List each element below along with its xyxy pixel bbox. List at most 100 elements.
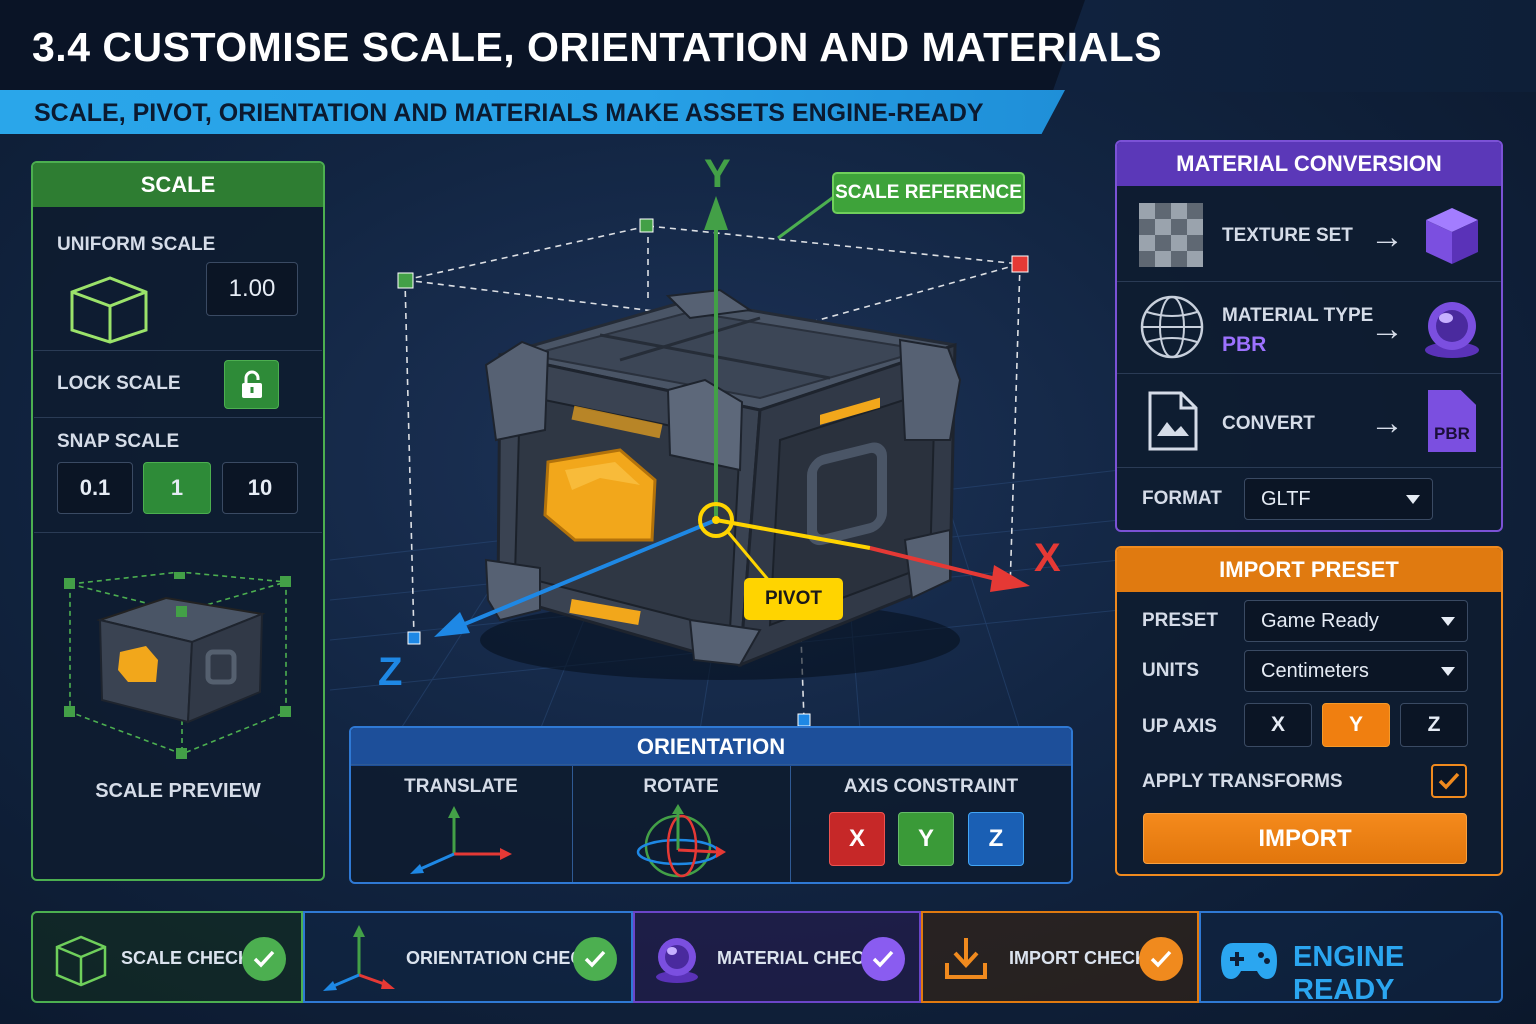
up-axis-y-button[interactable]: Y: [1322, 703, 1390, 747]
import-check-label: IMPORT CHECK: [1009, 948, 1148, 968]
axis-label-x: X: [1034, 536, 1061, 580]
scale-divider: [34, 350, 322, 351]
scale-preview-label: SCALE PREVIEW: [95, 780, 261, 802]
translate-label: TRANSLATE: [404, 776, 518, 797]
pivot-tag: PIVOT: [744, 578, 843, 620]
x-axis-line: [715, 518, 871, 550]
texture-set-label: TEXTURE SET: [1222, 225, 1353, 246]
status-bar: SCALE CHECK ORIENTATION CHECK MATERIAL C…: [31, 911, 1503, 1006]
up-axis-label: UP AXIS: [1142, 716, 1217, 737]
lock-icon: [241, 370, 262, 398]
axis-constraint-label: AXIS CONSTRAINT: [843, 776, 1019, 797]
rotate-tool-icon[interactable]: [630, 802, 730, 878]
subtitle-bar: [0, 90, 1065, 134]
import-button[interactable]: IMPORT: [1143, 813, 1467, 864]
scale-divider: [34, 417, 322, 418]
material-panel-header: MATERIAL CONVERSION: [1117, 142, 1501, 186]
translate-tool-icon[interactable]: [406, 804, 516, 876]
lock-scale-toggle[interactable]: [224, 360, 279, 409]
material-sphere-icon: [656, 938, 698, 983]
snap-option-10[interactable]: 10: [222, 462, 298, 514]
chevron-down-icon: [1406, 495, 1420, 504]
apply-transforms-label: APPLY TRANSFORMS: [1142, 771, 1343, 792]
preset-label: PRESET: [1142, 610, 1219, 631]
material-type-label: MATERIAL TYPE: [1222, 305, 1374, 326]
axis-gizmo-icon: [323, 925, 395, 991]
cube-outline-icon: [55, 935, 107, 987]
apply-transforms-checkbox[interactable]: [1431, 764, 1467, 798]
snap-scale-label: SNAP SCALE: [57, 431, 180, 452]
format-label: FORMAT: [1142, 488, 1222, 509]
units-value: Centimeters: [1261, 659, 1369, 682]
lock-scale-label: LOCK SCALE: [57, 373, 181, 394]
convert-label: CONVERT: [1222, 413, 1315, 434]
orientation-panel-header: ORIENTATION: [351, 728, 1071, 766]
constraint-z-button[interactable]: Z: [968, 812, 1024, 866]
x-axis-line-red: [869, 546, 1001, 582]
uniform-scale-value: 1.00: [228, 275, 276, 302]
globe-wireframe-icon: [1140, 295, 1204, 359]
snap-option-0-1[interactable]: 0.1: [57, 462, 133, 514]
crate-model: [480, 288, 962, 680]
bbox-handle-blue: [407, 631, 421, 645]
axis-label-z: Z: [378, 650, 403, 694]
header-background-right: [1060, 0, 1536, 92]
engine-ready: ENGINE READY: [1199, 911, 1503, 1006]
scale-divider: [34, 532, 322, 533]
material-divider: [1117, 373, 1501, 374]
gamepad-icon: [1221, 943, 1277, 979]
chevron-down-icon: [1441, 617, 1455, 626]
check-circle-icon: [242, 937, 286, 981]
rotate-label: ROTATE: [643, 776, 719, 797]
constraint-y-button[interactable]: Y: [898, 812, 954, 866]
material-check: MATERIAL CHECK: [633, 911, 921, 1003]
check-circle-icon: [861, 937, 905, 981]
orientation-check-label: ORIENTATION CHECK: [406, 948, 597, 968]
bbox-handle-red: [1011, 255, 1029, 273]
check-circle-icon: [1139, 937, 1183, 981]
cube-outline-icon: [70, 276, 148, 344]
texture-checker-icon: [1139, 203, 1203, 267]
material-check-label: MATERIAL CHECK: [717, 948, 878, 968]
z-axis-arrowhead: [434, 612, 470, 637]
scale-panel-header: SCALE: [33, 163, 323, 207]
material-divider: [1117, 281, 1501, 282]
import-check: IMPORT CHECK: [921, 911, 1199, 1003]
title-bar: [0, 0, 1085, 92]
scale-preview-image: [64, 572, 291, 759]
orientation-check: ORIENTATION CHECK: [303, 911, 633, 1003]
scale-check-label: SCALE CHECK: [121, 948, 252, 968]
purple-cube-icon: [1426, 208, 1478, 264]
z-axis-line: [454, 518, 717, 630]
units-label: UNITS: [1142, 660, 1199, 681]
snap-option-1[interactable]: 1: [143, 462, 211, 514]
format-value: GLTF: [1261, 487, 1311, 510]
format-dropdown[interactable]: GLTF: [1244, 478, 1433, 520]
orientation-col-divider: [572, 766, 573, 882]
up-axis-x-button[interactable]: X: [1244, 703, 1312, 747]
viewport[interactable]: [330, 140, 1120, 730]
preset-value: Game Ready: [1261, 609, 1379, 632]
arrow-right-icon: →: [1370, 218, 1404, 256]
uniform-scale-input[interactable]: 1.00: [206, 262, 298, 316]
bbox-handle-blue: [797, 713, 811, 727]
orientation-col-divider: [790, 766, 791, 882]
arrow-right-icon: →: [1370, 404, 1404, 442]
page-title: 3.4 CUSTOMISE SCALE, ORIENTATION AND MAT…: [32, 24, 1163, 70]
transform-gizmo: [434, 194, 1030, 637]
scale-reference-leader: [777, 194, 836, 240]
x-axis-arrowhead: [990, 565, 1030, 592]
check-circle-icon: [573, 937, 617, 981]
units-dropdown[interactable]: Centimeters: [1244, 650, 1468, 692]
material-type-value: PBR: [1222, 333, 1267, 356]
preset-dropdown[interactable]: Game Ready: [1244, 600, 1468, 642]
download-icon: [945, 938, 987, 979]
up-axis-z-button[interactable]: Z: [1400, 703, 1468, 747]
image-file-icon: [1148, 391, 1198, 451]
scale-check: SCALE CHECK: [31, 911, 303, 1003]
constraint-x-button[interactable]: X: [829, 812, 885, 866]
checkmark-icon: [1438, 772, 1460, 790]
arrow-right-icon: →: [1370, 310, 1404, 348]
y-axis-arrowhead: [704, 196, 728, 230]
axis-label-y: Y: [704, 152, 731, 196]
